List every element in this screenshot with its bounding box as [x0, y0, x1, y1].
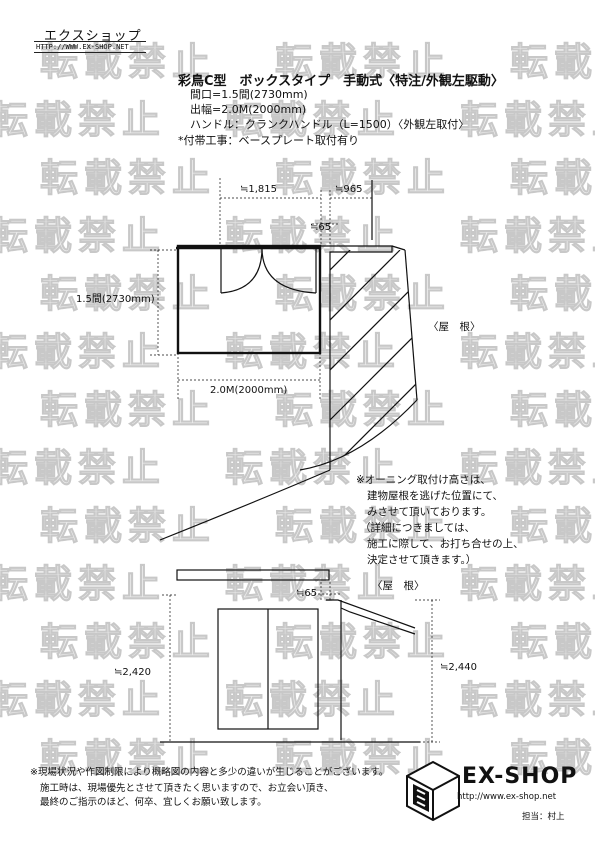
footer-note-1: ※現場状況や作図制限により概略図の内容と多少の違いが生じることがございます。: [30, 767, 389, 778]
watermark-text: 転載禁止: [510, 272, 595, 316]
spec-depth: 出幅=2.0M(2000mm): [190, 103, 307, 116]
staff-in-charge: 担当：村上: [522, 812, 565, 822]
watermark-text: 転載禁止: [0, 98, 166, 142]
watermark-text: 転載禁止: [460, 562, 595, 606]
watermark-text: 転載禁止: [460, 678, 595, 722]
note-line-2: 建物屋根を逃げた位置にて、: [367, 490, 503, 502]
spec-handle: ハンドル：クランクハンドル（L=1500）〈外観左取付〉: [190, 118, 470, 131]
watermark-text: 転載禁止: [225, 678, 401, 722]
note-line-6: 決定させて頂きます。）: [367, 554, 477, 566]
watermark-text: 転載禁止: [225, 446, 401, 490]
watermark-text: 転載禁止: [275, 40, 451, 84]
roof-label-plan: 〈屋 根〉: [428, 321, 481, 333]
watermark-text: 転載禁止: [225, 98, 401, 142]
footer-note-2: 施工時は、現場優先とさせて頂きたく思いますので、お立会い頂き、: [40, 783, 334, 794]
header-rule-bottom: [34, 52, 146, 53]
watermark-text: 転載禁止: [510, 40, 595, 84]
watermark-text: 転載禁止: [275, 620, 451, 664]
dim-65-elevation: ≒65: [296, 588, 318, 599]
watermark-text: 転載禁止: [275, 272, 451, 316]
watermark-text: 転載禁止: [40, 736, 216, 780]
elevation-view: [160, 569, 440, 743]
watermark-text: 転載禁止: [460, 446, 595, 490]
header-url[interactable]: HTTP://WWW.EX-SHOP.NET: [36, 43, 129, 51]
watermark-text: 転載禁止: [225, 562, 401, 606]
shop-name: エクスショップ: [44, 29, 142, 44]
watermark-text: 転載禁止: [40, 504, 216, 548]
watermark-text: 転載禁止: [460, 214, 595, 258]
watermark-text: 転載禁止: [40, 40, 216, 84]
site-url[interactable]: http://www.ex-shop.net: [457, 792, 557, 802]
watermark-text: 転載禁止: [0, 330, 166, 374]
watermark-text: 転載禁止: [40, 388, 216, 432]
dim-1815: ≒1,815: [240, 184, 278, 195]
spec-construction: *付帯工事：ベースプレート取付有り: [178, 134, 359, 147]
dim-65-plan: ≒65: [310, 222, 332, 233]
watermark-text: 転載禁止: [510, 388, 595, 432]
dim-height-2440: ≒2,440: [440, 662, 478, 673]
watermark-text: 転載禁止: [40, 272, 216, 316]
dim-965: ≒965: [335, 184, 363, 195]
watermark-text: 転載禁止: [460, 98, 595, 142]
watermark-text: 転載禁止: [40, 156, 216, 200]
dim-width: 1.5間(2730mm): [76, 294, 155, 305]
watermark-text: 転載禁止: [510, 620, 595, 664]
watermark-text: 転載禁止: [510, 736, 595, 780]
dim-height-2420: ≒2,420: [114, 667, 152, 678]
watermark-text: 転載禁止: [275, 156, 451, 200]
ex-shop-cube-logo-icon: [406, 760, 460, 822]
watermark-text: 転載禁止: [0, 562, 166, 606]
dim-depth: 2.0M(2000mm): [210, 385, 288, 396]
watermark-text: 転載禁止: [0, 678, 166, 722]
note-line-1: ※オーニング取付け高さは、: [356, 474, 491, 486]
header-rule-top: [34, 41, 146, 42]
watermark-text: 転載禁止: [460, 330, 595, 374]
note-line-3: みさせて頂いております。: [367, 506, 492, 518]
watermark-text: 転載禁止: [510, 156, 595, 200]
spec-width: 間口=1.5間(2730mm): [190, 88, 308, 101]
watermark-text: 転載禁止: [275, 504, 451, 548]
footer-note-3: 最終のご指示のほど、何卒、宜しくお願い致します。: [40, 797, 267, 808]
watermark-text: 転載禁止: [0, 214, 166, 258]
product-title: 彩鳥C型 ボックスタイプ 手動式〈特注/外観左駆動〉: [178, 74, 504, 89]
plan-view: [150, 178, 418, 541]
watermark-text: 転載禁止: [225, 214, 401, 258]
brand-name: EX-SHOP: [462, 764, 578, 789]
watermark-text: 転載禁止: [40, 620, 216, 664]
watermark-text: 転載禁止: [510, 504, 595, 548]
note-line-4: （詳細につきましては、: [360, 522, 475, 534]
note-line-5: 施工に際して、お打ち合せの上、: [367, 538, 524, 550]
roof-label-elevation: 〈屋 根〉: [372, 580, 425, 592]
watermark-text: 転載禁止: [0, 446, 166, 490]
